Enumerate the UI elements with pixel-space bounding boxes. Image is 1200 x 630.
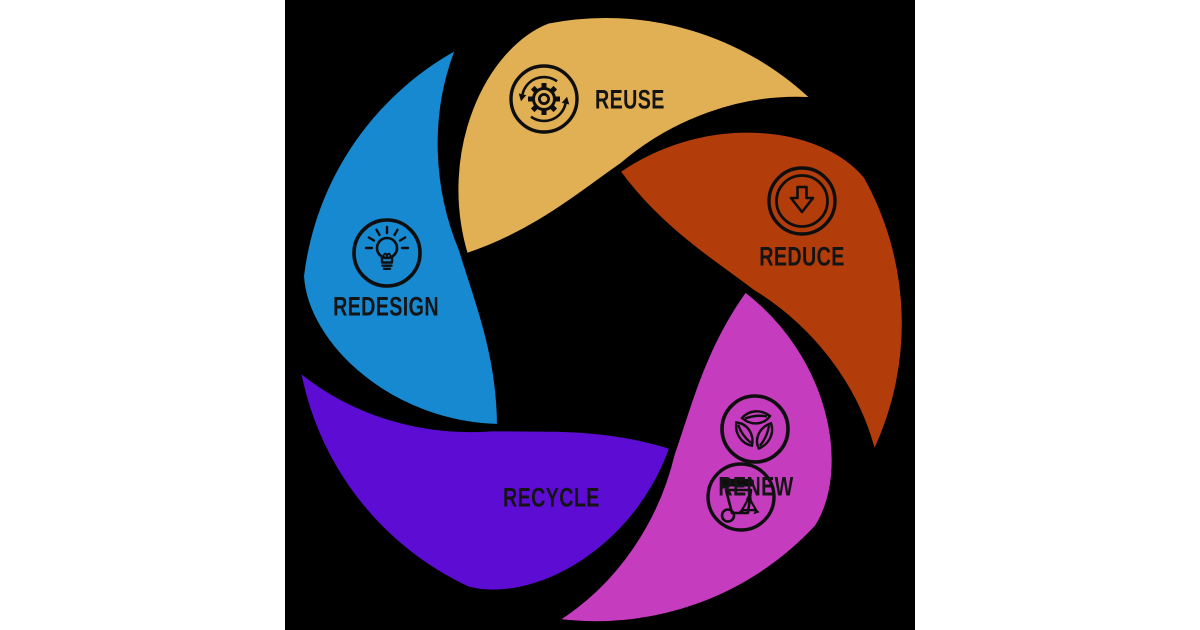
label-reuse: REUSE: [595, 84, 665, 115]
label-reduce: REDUCE: [759, 241, 845, 272]
lightbulb-icon: [352, 218, 422, 288]
pinwheel-canvas: REUSE REDUCE RENEW RECYCLE REDESIGN: [285, 0, 915, 630]
blade-renew: [549, 285, 838, 628]
label-redesign: REDESIGN: [333, 291, 439, 322]
pinwheel-diagram: [294, 11, 908, 628]
gear-refresh-icon: [509, 64, 579, 134]
blade-recycle: [294, 363, 676, 596]
blade-reuse: [452, 11, 820, 260]
label-recycle: RECYCLE: [503, 482, 600, 513]
leaves-cycle-icon: [720, 394, 790, 464]
blade-redesign: [298, 42, 503, 430]
recycle-bin-icon: [706, 462, 776, 532]
arrow-down-circle-icon: [767, 166, 837, 236]
label-renew: RENEW: [718, 471, 794, 502]
